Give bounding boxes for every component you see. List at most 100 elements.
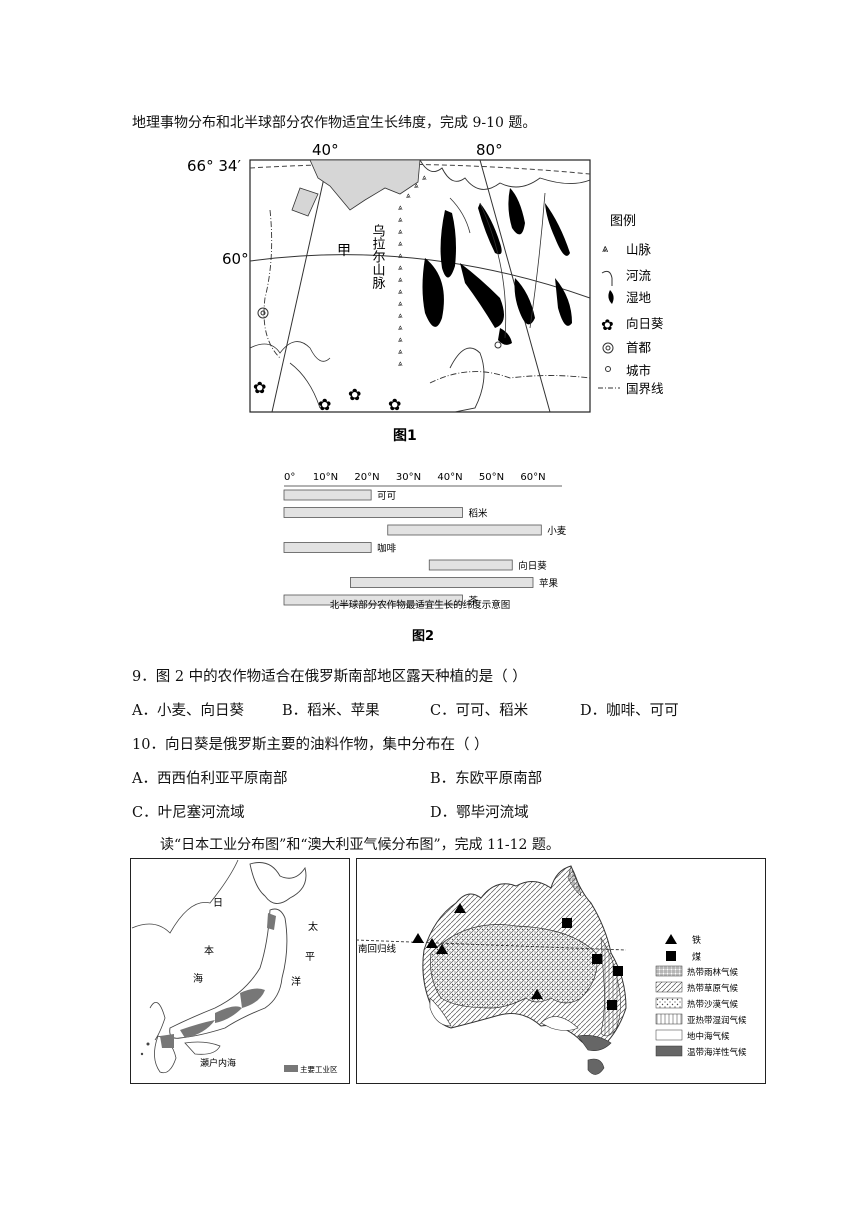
x-tick-label: 30°N bbox=[396, 472, 421, 483]
legend-oceanic: 温带海洋性气候 bbox=[687, 1047, 747, 1058]
svg-text:⩓: ⩓ bbox=[398, 287, 403, 296]
svg-text:✿: ✿ bbox=[253, 378, 266, 397]
crop-label: 小麦 bbox=[547, 525, 567, 537]
crop-bar bbox=[283, 507, 463, 518]
svg-text:⩓: ⩓ bbox=[398, 215, 403, 224]
crop-label: 稻米 bbox=[468, 508, 488, 520]
iron-icon bbox=[665, 934, 677, 944]
x-tick-label: 0° bbox=[284, 472, 295, 483]
q10-stem: 10．向日葵是俄罗斯主要的油料作物，集中分布在（ ） bbox=[132, 737, 489, 753]
industry-legend-label: 主要工业区 bbox=[300, 1064, 338, 1074]
capital-icon bbox=[602, 342, 614, 354]
legend-iron: 铁 bbox=[692, 934, 701, 946]
jp-label-ri: 日 bbox=[213, 898, 223, 909]
q9-stem: 9．图 2 中的农作物适合在俄罗斯南部地区露天种植的是（ ） bbox=[132, 669, 527, 685]
q10-option-b[interactable]: B．东欧平原南部 bbox=[430, 771, 543, 787]
svg-text:⩓: ⩓ bbox=[398, 323, 403, 332]
crop-label: 苹果 bbox=[539, 578, 559, 590]
legend-savanna: 热带草原气候 bbox=[687, 983, 739, 994]
svg-text:⩓: ⩓ bbox=[398, 227, 403, 236]
legend-wetland: 湿地 bbox=[626, 290, 652, 305]
intro-line-2: 读“日本工业分布图”和“澳大利亚气候分布图”，完成 11-12 题。 bbox=[160, 837, 560, 853]
jp-label-ping: 平 bbox=[305, 952, 315, 963]
x-tick-label: 20°N bbox=[354, 472, 379, 483]
svg-text:⩓: ⩓ bbox=[422, 173, 427, 182]
legend-mountain: 山脉 bbox=[626, 242, 652, 257]
svg-text:⩓: ⩓ bbox=[414, 181, 419, 190]
tropic-label: 南回归线 bbox=[358, 943, 397, 955]
jp-label-setonaikai: 瀬户内海 bbox=[200, 1057, 236, 1069]
legend-capital: 首都 bbox=[626, 340, 652, 355]
legend-subtropical: 亚热带湿润气候 bbox=[687, 1015, 747, 1026]
coal-icon bbox=[666, 951, 676, 961]
ural-label: 乌拉尔山脉 bbox=[370, 223, 386, 289]
svg-text:⩓: ⩓ bbox=[398, 311, 403, 320]
legend-sunflower: 向日葵 bbox=[626, 316, 664, 331]
x-tick-label: 10°N bbox=[313, 472, 338, 483]
mountain-icon: ⩓ bbox=[602, 242, 609, 255]
q9-option-c[interactable]: C．可可、稻米 bbox=[430, 703, 529, 719]
crop-bar bbox=[283, 594, 463, 606]
q10-option-c[interactable]: C．叶尼塞河流域 bbox=[132, 805, 245, 821]
intro-line: 地理事物分布和北半球部分农作物适宜生长纬度，完成 9-10 题。 bbox=[132, 115, 537, 131]
legend-border: 国界线 bbox=[626, 381, 664, 396]
x-tick-label: 60°N bbox=[520, 472, 545, 483]
australia-climate-map: 南回归线 铁 煤 热带雨林气候 热带草原气候 热带沙漠气候 亚热带湿润气候 地中… bbox=[356, 858, 766, 1084]
svg-text:✿: ✿ bbox=[388, 395, 401, 414]
lon-label-80: 80° bbox=[476, 141, 503, 159]
legend-swatch-subtropical bbox=[655, 1013, 683, 1025]
legend-swatch-rainforest bbox=[655, 965, 683, 977]
svg-text:⩓: ⩓ bbox=[398, 335, 403, 344]
crop-bar bbox=[283, 542, 372, 553]
jp-label-ben: 本 bbox=[204, 944, 214, 957]
lat-label-60: 60° bbox=[222, 250, 249, 268]
crop-bar bbox=[387, 524, 542, 536]
q10-option-d[interactable]: D．鄂毕河流域 bbox=[430, 805, 529, 821]
tropic-line bbox=[356, 939, 627, 951]
legend-desert: 热带沙漠气候 bbox=[687, 999, 739, 1010]
crop-bar bbox=[428, 559, 513, 571]
sunflower-icon: ✿ bbox=[601, 316, 614, 334]
legend-title: 图例 bbox=[610, 214, 636, 229]
region-label-jia: 甲 bbox=[337, 243, 351, 259]
legend-swatch-mediterranean bbox=[655, 1029, 683, 1041]
river-icon bbox=[601, 270, 613, 286]
svg-text:⩓: ⩓ bbox=[398, 203, 403, 212]
figure1-caption: 图1 bbox=[393, 428, 417, 443]
jp-label-tai: 太 bbox=[308, 920, 318, 933]
svg-text:⩓: ⩓ bbox=[398, 239, 403, 248]
svg-text:⩓: ⩓ bbox=[398, 251, 403, 260]
legend-rainforest: 热带雨林气候 bbox=[687, 967, 739, 978]
svg-text:⩓: ⩓ bbox=[398, 275, 403, 284]
legend-mediterranean: 地中海气候 bbox=[687, 1031, 730, 1042]
legend-river: 河流 bbox=[626, 268, 652, 283]
legend-swatch-desert bbox=[655, 997, 683, 1009]
svg-text:⩓: ⩓ bbox=[398, 359, 403, 368]
crop-label: 可可 bbox=[377, 491, 396, 502]
figure2-caption: 图2 bbox=[412, 629, 434, 644]
crop-bar bbox=[350, 577, 534, 588]
jp-label-hai: 海 bbox=[193, 972, 203, 985]
legend-city: 城市 bbox=[626, 363, 651, 378]
q9-option-b[interactable]: B．稻米、苹果 bbox=[282, 703, 380, 719]
q9-option-a[interactable]: A．小麦、向日葵 bbox=[132, 703, 244, 719]
legend-swatch-savanna bbox=[655, 981, 683, 993]
q9-option-d[interactable]: D．咖啡、可可 bbox=[580, 703, 679, 719]
jp-label-yang: 洋 bbox=[291, 975, 301, 988]
industry-legend-swatch bbox=[284, 1065, 298, 1072]
crop-label: 咖啡 bbox=[377, 543, 397, 555]
x-tick-label: 40°N bbox=[437, 472, 462, 483]
chart-title: 北半球部分农作物最适宜生长的纬度示意图 bbox=[330, 599, 511, 611]
svg-text:✿: ✿ bbox=[318, 395, 331, 414]
city-icon bbox=[605, 366, 611, 372]
q10-option-a[interactable]: A．西西伯利亚平原南部 bbox=[132, 771, 288, 787]
svg-text:⩓: ⩓ bbox=[398, 299, 403, 308]
svg-text:⩓: ⩓ bbox=[406, 191, 411, 200]
svg-text:⩓: ⩓ bbox=[398, 347, 403, 356]
svg-text:⩓: ⩓ bbox=[398, 263, 403, 272]
crop-bar bbox=[283, 489, 372, 501]
svg-text:✿: ✿ bbox=[348, 385, 361, 404]
legend-swatch-oceanic bbox=[655, 1045, 683, 1057]
crop-label: 茶 bbox=[468, 595, 478, 607]
